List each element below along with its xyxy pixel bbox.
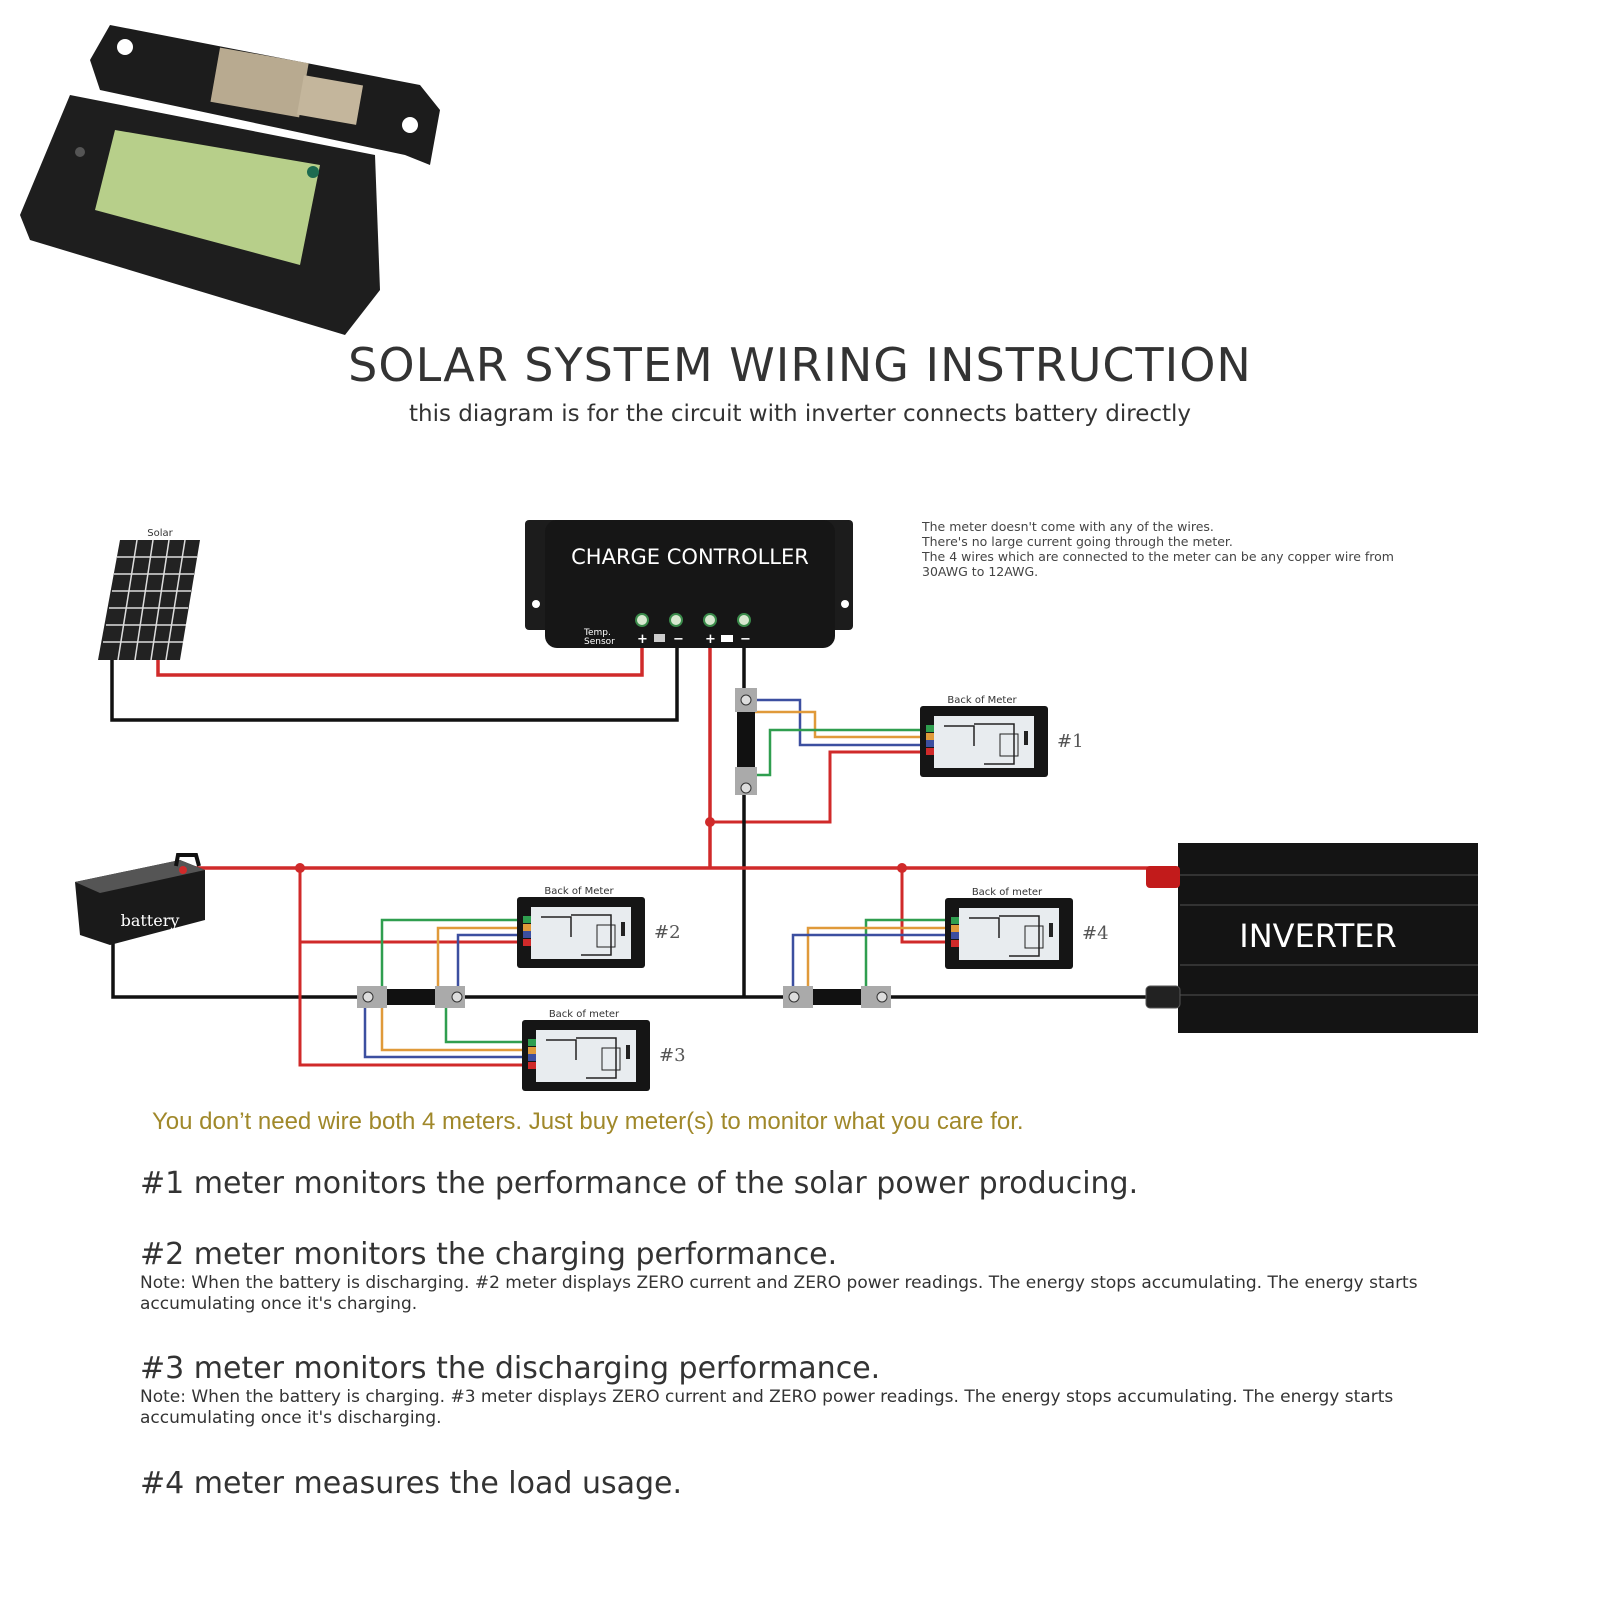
page-subtitle: this diagram is for the circuit with inv…: [408, 401, 1192, 427]
meter-caption: Back of meter: [549, 1009, 620, 1020]
meter-lcd: [95, 130, 320, 265]
temp-sensor-label: Temp.: [583, 628, 611, 638]
svg-text:30AWG to 12AWG.: 30AWG to 12AWG.: [922, 564, 1038, 579]
solar-panel: [98, 539, 200, 661]
solar-negative-wire: [110, 645, 679, 722]
page-title: SOLAR SYSTEM WIRING INSTRUCTION: [348, 338, 1252, 392]
meter-2-description: #2 meter monitors the charging performan…: [140, 1237, 838, 1272]
inverter-negative-terminal: [1145, 985, 1181, 1009]
svg-text:The 4 wires which are connecte: The 4 wires which are connected to the m…: [921, 549, 1394, 564]
meter-1: Back of Meter #1: [920, 695, 1084, 777]
pv-minus-sign: −: [673, 632, 684, 647]
meter-3: Back of meter #3: [522, 1009, 686, 1091]
meter-caption: Back of meter: [972, 887, 1043, 898]
charge-controller: CHARGE CONTROLLER Temp. Sensor + − + −: [525, 520, 853, 648]
junction-dots: [295, 817, 907, 873]
temp-sensor-label-2: Sensor: [584, 637, 615, 647]
meter-caption: Back of Meter: [544, 886, 614, 897]
battery-negative-terminal: [737, 613, 751, 627]
meter-number: #4: [1082, 923, 1109, 944]
battery-plus-sign: +: [705, 632, 716, 647]
battery-minus-sign: −: [740, 632, 751, 647]
meter-4-description: #4 meter measures the load usage.: [140, 1466, 683, 1501]
solar-positive-wire: [156, 645, 644, 677]
battery-label: battery: [121, 911, 180, 930]
meter-1-description: #1 meter monitors the performance of the…: [140, 1166, 1139, 1201]
meter-3-description: #3 meter monitors the discharging perfor…: [140, 1351, 881, 1386]
wire-notes: The meter doesn't come with any of the w…: [921, 519, 1394, 579]
product-photo: [20, 25, 440, 335]
battery: battery: [75, 853, 205, 945]
svg-text:The meter doesn't come with an: The meter doesn't come with any of the w…: [921, 519, 1214, 534]
pv-negative-terminal: [669, 613, 683, 627]
svg-text:There's no large current going: There's no large current going through t…: [921, 534, 1233, 549]
meter-2: Back of Meter #2: [517, 886, 681, 968]
battery-icon: [721, 635, 733, 642]
meter-2-note: Note: When the battery is discharging. #…: [140, 1273, 1418, 1314]
meter-4: Back of meter #4: [945, 887, 1109, 969]
pv-positive-terminal: [635, 613, 649, 627]
battery-positive-terminal: [703, 613, 717, 627]
meter-number: #2: [654, 922, 681, 943]
meter-caption: Back of Meter: [947, 695, 1017, 706]
meter-number: #1: [1057, 731, 1084, 752]
inverter: INVERTER: [1145, 843, 1478, 1033]
shunt-4: [783, 986, 891, 1008]
meter-3-note: Note: When the battery is charging. #3 m…: [140, 1387, 1394, 1428]
pv-plus-sign: +: [637, 632, 648, 647]
shunt-1: [735, 688, 757, 795]
meter-number: #3: [659, 1045, 686, 1066]
hint-text: You don’t need wire both 4 meters. Just …: [152, 1108, 1024, 1135]
meter1-red-wire: [710, 750, 922, 824]
shunt-2: [357, 986, 465, 1008]
solar-icon: [654, 634, 665, 642]
inverter-label: INVERTER: [1239, 917, 1396, 955]
charge-controller-label: CHARGE CONTROLLER: [571, 545, 809, 569]
solar-label: Solar: [147, 528, 173, 539]
inverter-positive-terminal: [1146, 866, 1180, 888]
